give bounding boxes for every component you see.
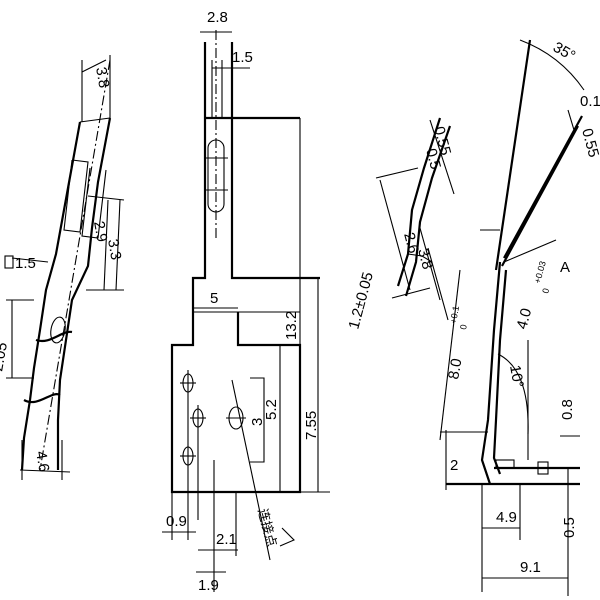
dim-text-4-0: 4.0 xyxy=(513,306,535,331)
dim-text-5-2: 5.2 xyxy=(263,399,280,420)
dim-text-2-05: 2.05 xyxy=(0,341,11,373)
dim-text-13-2: 13.2 xyxy=(283,311,300,340)
tip xyxy=(567,109,575,131)
detail-outline-1 xyxy=(396,117,442,287)
dim-text-side-0-55: 0.55 xyxy=(578,127,600,160)
dim-text-7-55: 7.55 xyxy=(303,411,320,440)
dim-line-3-8 xyxy=(81,59,107,73)
note-arrow xyxy=(279,527,295,547)
left-slot xyxy=(63,159,89,233)
leader-A xyxy=(503,239,557,263)
dim-3-3 xyxy=(115,199,121,291)
front-outline-right xyxy=(230,42,320,280)
front-view: 2.8 1.5 5 13.2 7.55 5.2 3 xyxy=(162,9,330,594)
ext-1-2a xyxy=(375,167,419,179)
dim-line-1-2 xyxy=(379,179,411,291)
base-small xyxy=(537,461,549,475)
angle-35: 35° xyxy=(550,39,578,65)
dim-text-3: 3 xyxy=(249,418,266,426)
detail-outline-2 xyxy=(404,125,452,297)
side-view: 35° 0.1 0.55 A 4.0 +0.03 0 8.0 +0.1 0 10… xyxy=(439,39,600,596)
dim-text-2-6: 2.6 xyxy=(400,231,422,256)
ext-2-9 xyxy=(87,195,125,201)
dim-text-front-1-5: 1.5 xyxy=(232,49,253,66)
dim-tol-4-0-dn: 0 xyxy=(540,287,551,294)
ext-1-2b xyxy=(391,287,431,299)
dim-text-2-9: 2.9 xyxy=(90,220,110,243)
note-text: 连接点 xyxy=(254,507,280,549)
middle-detail: 0.55 0.5 1.2±0.05 2.6 3.8 xyxy=(345,117,455,331)
dim-text-5: 5 xyxy=(210,290,218,307)
dim-text-2-1: 2.1 xyxy=(216,531,237,548)
left-wave-top xyxy=(35,330,73,343)
label-A: A xyxy=(560,259,570,276)
dim-text-4-9: 4.9 xyxy=(496,509,517,526)
dim-line-0-55 xyxy=(429,119,455,195)
leg-outer xyxy=(480,261,502,485)
dim-text-8-0: 8.0 xyxy=(445,357,465,380)
incline-ref xyxy=(494,39,532,271)
dim-text-2-8: 2.8 xyxy=(207,9,228,26)
dim-tol-4-0-up: +0.03 xyxy=(532,260,548,285)
dim-tol-8-0-dn: 0 xyxy=(458,324,469,331)
dim-text-0-5-side: 0.5 xyxy=(561,517,578,538)
dim-text-2: 2 xyxy=(450,457,458,474)
left-outline-1 xyxy=(20,121,82,471)
dim-line-8-0 xyxy=(439,269,461,441)
dim-text-9-1: 9.1 xyxy=(520,559,541,576)
arc-35 xyxy=(519,39,585,91)
incline-1 xyxy=(503,115,583,259)
angle-10: 10° xyxy=(506,364,527,389)
left-wave-bottom xyxy=(23,393,61,403)
base-block xyxy=(495,459,515,469)
dim-text-1-5: 1.5 xyxy=(15,255,36,272)
dim-text-1-2: 1.2±0.05 xyxy=(345,270,377,331)
dim-text-3-8-mid: 3.8 xyxy=(414,247,436,272)
left-view: 3.8 1.5 2.9 3.3 2.05 4.6 xyxy=(0,55,124,480)
left-outline-2 xyxy=(56,117,112,470)
left-hole xyxy=(50,316,66,344)
dim-text-0-9: 0.9 xyxy=(166,513,187,530)
dim-text-0-55: 0.55 xyxy=(430,125,454,158)
leader-1-5 xyxy=(11,257,49,263)
dim-text-0-8: 0.8 xyxy=(559,399,576,420)
dim-text-3-3: 3.3 xyxy=(104,238,124,261)
dim-line-2-6 xyxy=(419,227,441,301)
dim-text-0-5: 0.5 xyxy=(422,147,444,172)
dim-tol-8-0-up: +0.1 xyxy=(448,305,461,324)
dim-text-4-6: 4.6 xyxy=(32,450,52,473)
dim-line-3-8-mid xyxy=(427,247,449,321)
incline-2 xyxy=(501,125,579,267)
note-leader xyxy=(231,379,271,561)
dim-text-0-1: 0.1 xyxy=(580,93,600,110)
dim-2-9 xyxy=(103,199,109,291)
dim-text-3-8: 3.8 xyxy=(92,66,112,89)
dia-symbol xyxy=(4,255,14,269)
left-centerline xyxy=(39,59,111,471)
dim-text-1-9: 1.9 xyxy=(198,577,219,594)
front-outline-left xyxy=(170,42,302,494)
left-top-edge xyxy=(79,117,111,123)
dim-bracket-3 xyxy=(250,377,265,463)
